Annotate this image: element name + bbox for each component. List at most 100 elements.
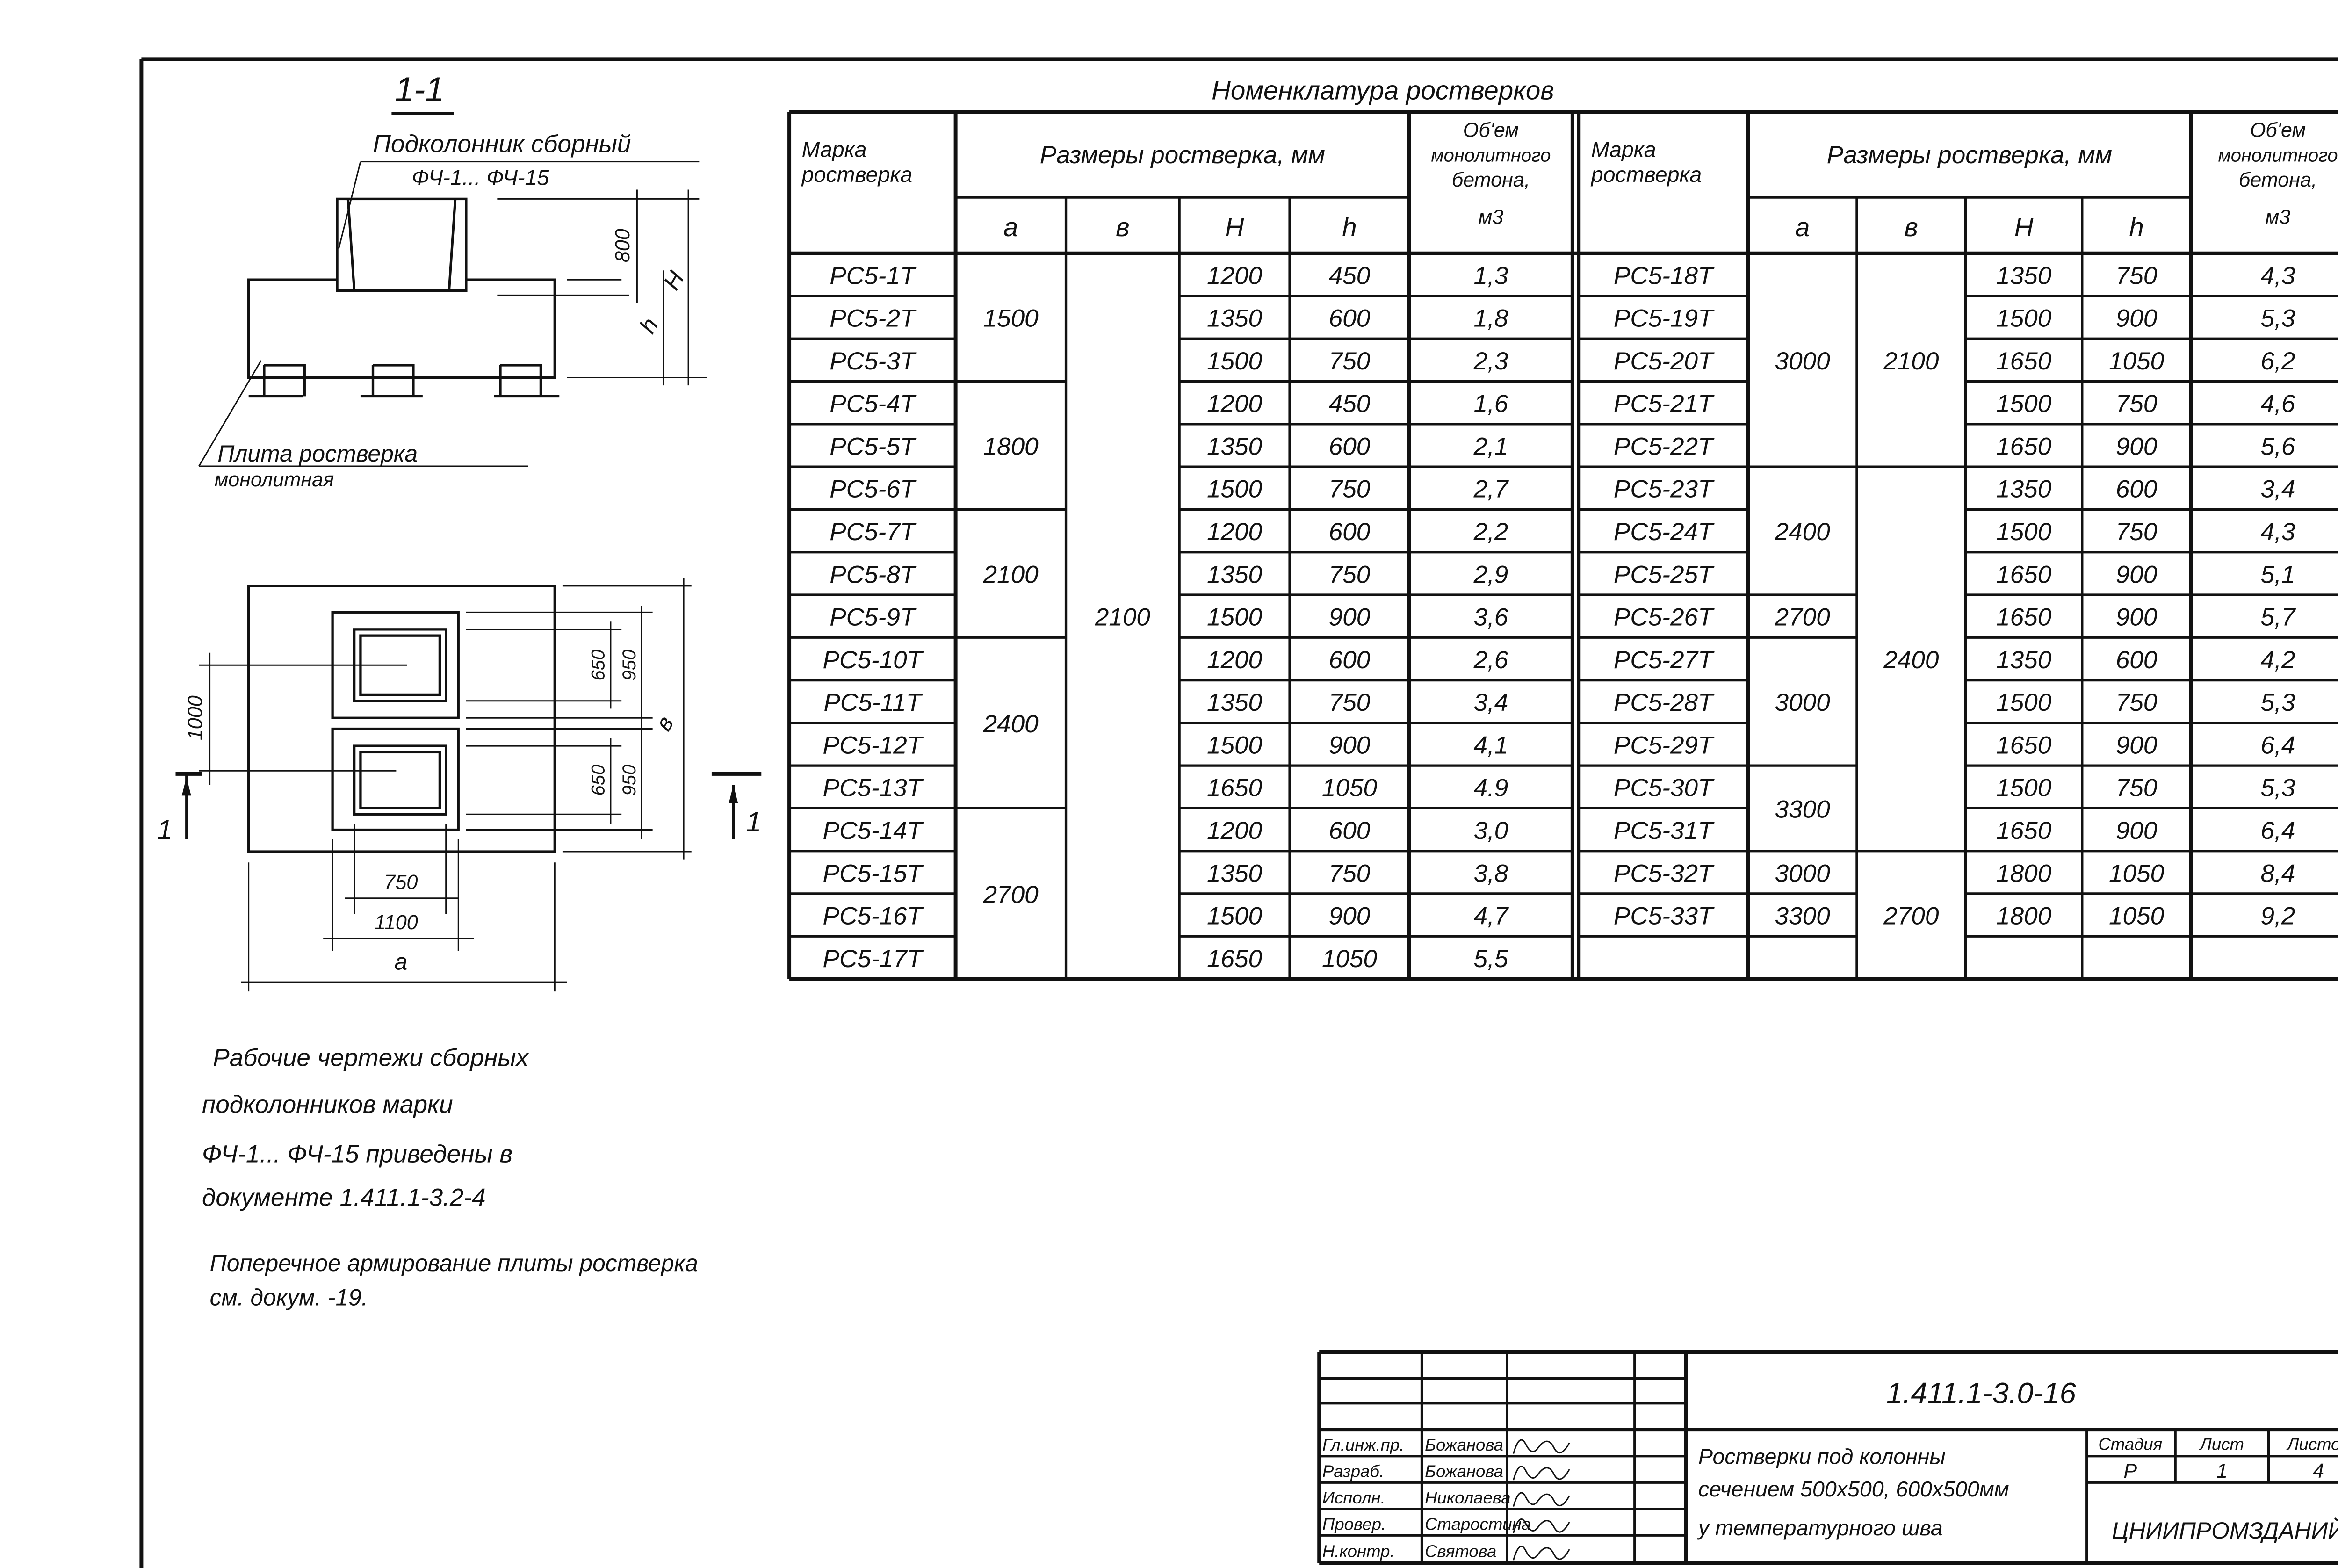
header-H: H bbox=[1225, 212, 1244, 242]
cell-h: 600 bbox=[1329, 433, 1371, 460]
cell-volume: 5,3 bbox=[2261, 305, 2295, 332]
header-volume: монолитного bbox=[2218, 145, 2338, 166]
cell-h: 600 bbox=[2116, 646, 2158, 674]
cell-h: 1050 bbox=[1322, 945, 1378, 973]
cell-H: 1350 bbox=[1996, 476, 2052, 503]
cell-b: 2100 bbox=[1883, 347, 1939, 375]
cell-mark: РС5-31Т bbox=[1614, 817, 1715, 845]
cell-h: 900 bbox=[1329, 731, 1371, 759]
cell-h: 900 bbox=[2116, 817, 2158, 845]
cell-volume: 1,3 bbox=[1473, 262, 1508, 289]
document-code: 1.411.1-3.0-16 bbox=[1886, 1377, 2077, 1410]
cell-h: 450 bbox=[1329, 390, 1371, 418]
cell-h: 1050 bbox=[2109, 860, 2165, 887]
signature-role: Н.контр. bbox=[1322, 1542, 1395, 1561]
cell-H: 1200 bbox=[1207, 390, 1263, 418]
cell-a: 3300 bbox=[1775, 903, 1831, 930]
cell-mark: РС5-9Т bbox=[830, 604, 917, 631]
cell-b: 2400 bbox=[1883, 646, 1939, 674]
sheet-frame bbox=[139, 57, 2338, 1568]
cut-mark-left: 1 bbox=[157, 772, 202, 845]
cell-volume: 4,3 bbox=[2261, 518, 2295, 546]
signature-row: Исполн.Николаева bbox=[1322, 1488, 1570, 1507]
document-title: Ростверки под колонны bbox=[1698, 1444, 1946, 1468]
handwritten-signature bbox=[1513, 1466, 1570, 1481]
header-b: в bbox=[1116, 212, 1129, 242]
handwritten-signature bbox=[1513, 1492, 1570, 1507]
cell-H: 1650 bbox=[1207, 945, 1263, 973]
cell-mark: РС5-24Т bbox=[1614, 518, 1715, 546]
header-a: a bbox=[1795, 212, 1810, 242]
cell-mark: РС5-20Т bbox=[1614, 347, 1715, 375]
cell-H: 1200 bbox=[1207, 817, 1263, 845]
sheets-value: 4 bbox=[2313, 1460, 2324, 1482]
cell-h: 750 bbox=[2116, 262, 2158, 289]
handwritten-signature bbox=[1513, 1439, 1570, 1454]
dim-800: 800 bbox=[612, 229, 634, 262]
cell-mark: РС5-3Т bbox=[830, 347, 917, 375]
header-H: H bbox=[2014, 212, 2034, 242]
cell-H: 1350 bbox=[1207, 689, 1263, 716]
plan-dimensions: 1000 650 950 650 950 в 750 1100 a bbox=[184, 578, 692, 992]
signature-role: Исполн. bbox=[1322, 1488, 1385, 1507]
cell-mark: РС5-14Т bbox=[823, 817, 924, 845]
cell-volume: 5,1 bbox=[2261, 561, 2295, 588]
signature-name: Божанова bbox=[1425, 1435, 1503, 1454]
cell-h: 750 bbox=[2116, 518, 2158, 546]
header-volume: м3 bbox=[2266, 206, 2291, 229]
column-label: Подколонник сборный bbox=[373, 130, 631, 158]
dim-1100: 1100 bbox=[375, 911, 418, 934]
header-volume: бетона, bbox=[2239, 169, 2317, 191]
signature-row: Гл.инж.пр.Божанова bbox=[1322, 1435, 1570, 1454]
cell-h: 750 bbox=[2116, 774, 2158, 802]
cell-h: 900 bbox=[2116, 731, 2158, 759]
cell-H: 1350 bbox=[1996, 646, 2052, 674]
svg-text:1: 1 bbox=[157, 814, 173, 845]
cell-h: 600 bbox=[1329, 817, 1371, 845]
header-mark: Марка bbox=[802, 137, 867, 162]
cell-mark: РС5-21Т bbox=[1614, 390, 1715, 418]
cell-h: 600 bbox=[1329, 646, 1371, 674]
stage-header: Стадия bbox=[2098, 1434, 2162, 1453]
cell-mark: РС5-26Т bbox=[1614, 604, 1715, 631]
cell-b: 2100 bbox=[1095, 604, 1151, 631]
cell-volume: 3,4 bbox=[1473, 689, 1508, 716]
cell-volume: 3,6 bbox=[1473, 604, 1508, 631]
cell-h: 750 bbox=[1329, 860, 1371, 887]
dim-h: h bbox=[634, 313, 663, 338]
organization-name: ЦНИИПРОМЗДАНИЙ bbox=[2112, 1517, 2338, 1544]
cell-a: 1500 bbox=[983, 305, 1039, 332]
slab-outline bbox=[247, 585, 556, 853]
column-mark-label: ФЧ-1... ФЧ-15 bbox=[412, 165, 549, 189]
sheet-value: 1 bbox=[2216, 1460, 2228, 1482]
cell-mark: РС5-12Т bbox=[823, 731, 924, 759]
cell-H: 1650 bbox=[1996, 433, 2052, 460]
monolithic-slab bbox=[247, 278, 556, 379]
slab-label: Плита ростверка bbox=[217, 441, 418, 467]
cell-volume: 9,2 bbox=[2261, 903, 2295, 930]
cell-volume: 4,6 bbox=[2261, 390, 2295, 418]
cell-H: 1500 bbox=[1996, 305, 2052, 332]
dim-650-bottom: 650 bbox=[588, 765, 609, 796]
svg-text:1: 1 bbox=[746, 806, 761, 838]
cell-H: 1650 bbox=[1996, 347, 2052, 375]
header-b: в bbox=[1905, 212, 1918, 242]
note-line: ФЧ-1... ФЧ-15 приведены в bbox=[202, 1141, 512, 1168]
note-line: Поперечное армирование плиты ростверка bbox=[210, 1250, 698, 1276]
precast-column bbox=[336, 197, 468, 292]
signature-row: Провер.Старостина bbox=[1322, 1515, 1570, 1534]
cell-volume: 2,3 bbox=[1473, 347, 1508, 375]
